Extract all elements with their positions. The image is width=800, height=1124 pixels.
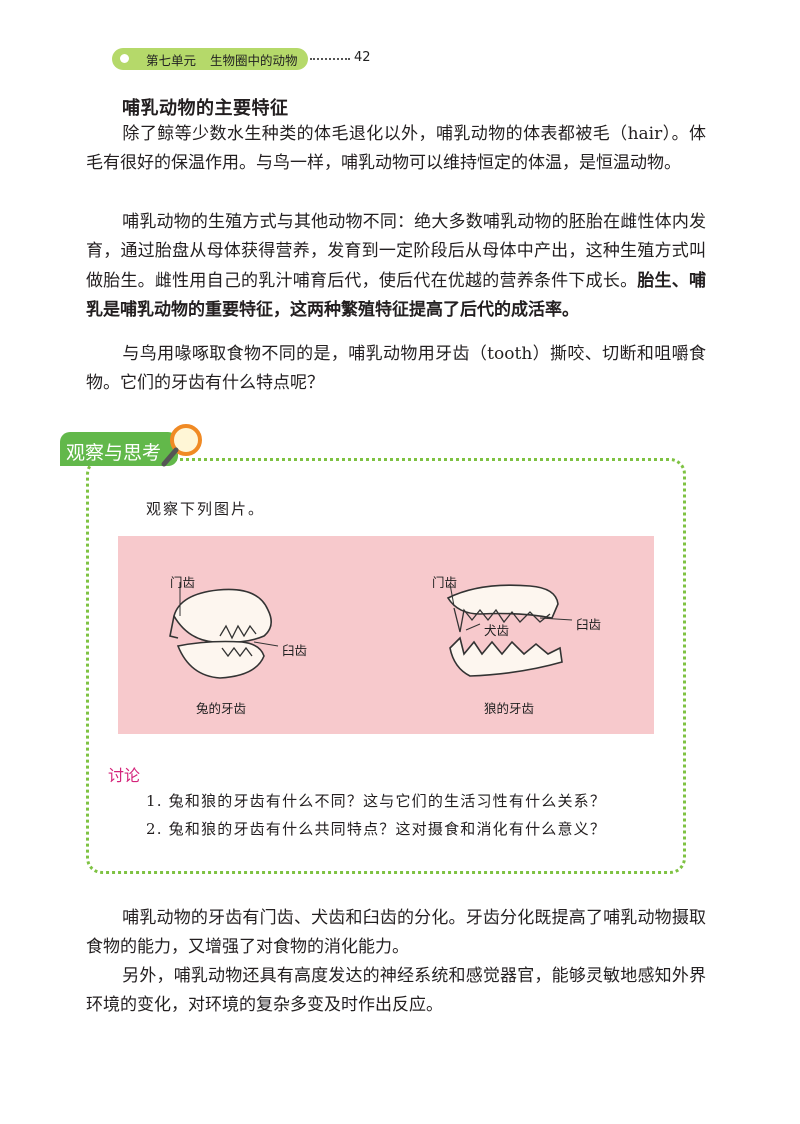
paragraph-hair: 除了鲸等少数水生种类的体毛退化以外，哺乳动物的体表都被毛（hair）。体毛有很好… xyxy=(86,120,706,179)
paragraph-nervous-system: 另外，哺乳动物还具有高度发达的神经系统和感觉器官，能够灵敏地感知外界环境的变化，… xyxy=(86,962,706,1021)
paragraph-reproduction-text: 哺乳动物的生殖方式与其他动物不同：绝大多数哺乳动物的胚胎在雌性体内发育，通过胎盘… xyxy=(86,212,706,291)
paragraph-nervous-system-text: 另外，哺乳动物还具有高度发达的神经系统和感觉器官，能够灵敏地感知外界环境的变化，… xyxy=(86,966,706,1016)
header-leader-dots xyxy=(310,58,350,60)
paragraph-reproduction: 哺乳动物的生殖方式与其他动物不同：绝大多数哺乳动物的胚胎在雌性体内发育，通过胎盘… xyxy=(86,208,706,325)
paragraph-teeth-question: 与鸟用喙啄取食物不同的是，哺乳动物用牙齿（tooth）撕咬、切断和咀嚼食物。它们… xyxy=(86,340,706,399)
observe-think-tag xyxy=(60,432,178,466)
page-number: 42 xyxy=(354,50,371,65)
header-unit-title: 第七单元生物圈中的动物 xyxy=(146,50,298,69)
observe-intro: 观察下列图片。 xyxy=(146,500,266,518)
wolf-incisor-label: 门齿 xyxy=(432,575,458,590)
header-bar xyxy=(112,48,308,70)
wolf-canine-label: 犬齿 xyxy=(484,623,510,638)
rabbit-incisor-label: 门齿 xyxy=(170,575,196,590)
rabbit-caption: 兔的牙齿 xyxy=(196,701,247,716)
discussion-title: 讨论 xyxy=(108,766,141,785)
rabbit-molar-label: 臼齿 xyxy=(282,643,308,658)
paragraph-hair-text: 除了鲸等少数水生种类的体毛退化以外，哺乳动物的体表都被毛（hair）。体毛有很好… xyxy=(86,124,706,174)
observe-think-box xyxy=(86,458,686,874)
header-unit: 第七单元 xyxy=(146,53,197,68)
paragraph-teeth-question-text: 与鸟用喙啄取食物不同的是，哺乳动物用牙齿（tooth）撕咬、切断和咀嚼食物。它们… xyxy=(86,344,706,394)
header-chapter: 生物圈中的动物 xyxy=(210,53,298,68)
observe-think-tag-label: 观察与思考 xyxy=(66,442,162,464)
rabbit-skull-drawing xyxy=(169,582,279,679)
discussion-question-2: 2. 兔和狼的牙齿有什么共同特点？这对摄食和消化有什么意义？ xyxy=(146,820,607,838)
header-bullet-icon xyxy=(120,54,129,63)
section-title: 哺乳动物的主要特征 xyxy=(122,98,289,119)
paragraph-teeth-differentiation-text: 哺乳动物的牙齿有门齿、犬齿和臼齿的分化。牙齿分化既提高了哺乳动物摄取食物的能力，… xyxy=(86,908,706,958)
paragraph-reproduction-emphasis: 胎生、哺乳是哺乳动物的重要特征，这两种繁殖特征提高了后代的成活率。 xyxy=(86,270,706,320)
wolf-molar-label: 臼齿 xyxy=(576,617,602,632)
paragraph-teeth-differentiation: 哺乳动物的牙齿有门齿、犬齿和臼齿的分化。牙齿分化既提高了哺乳动物摄取食物的能力，… xyxy=(86,904,706,963)
wolf-caption: 狼的牙齿 xyxy=(484,701,535,716)
wolf-skull-drawing xyxy=(446,583,573,677)
magnifier-icon xyxy=(161,424,202,467)
discussion-question-1: 1. 兔和狼的牙齿有什么不同？这与它们的生活习性有什么关系？ xyxy=(146,792,607,810)
